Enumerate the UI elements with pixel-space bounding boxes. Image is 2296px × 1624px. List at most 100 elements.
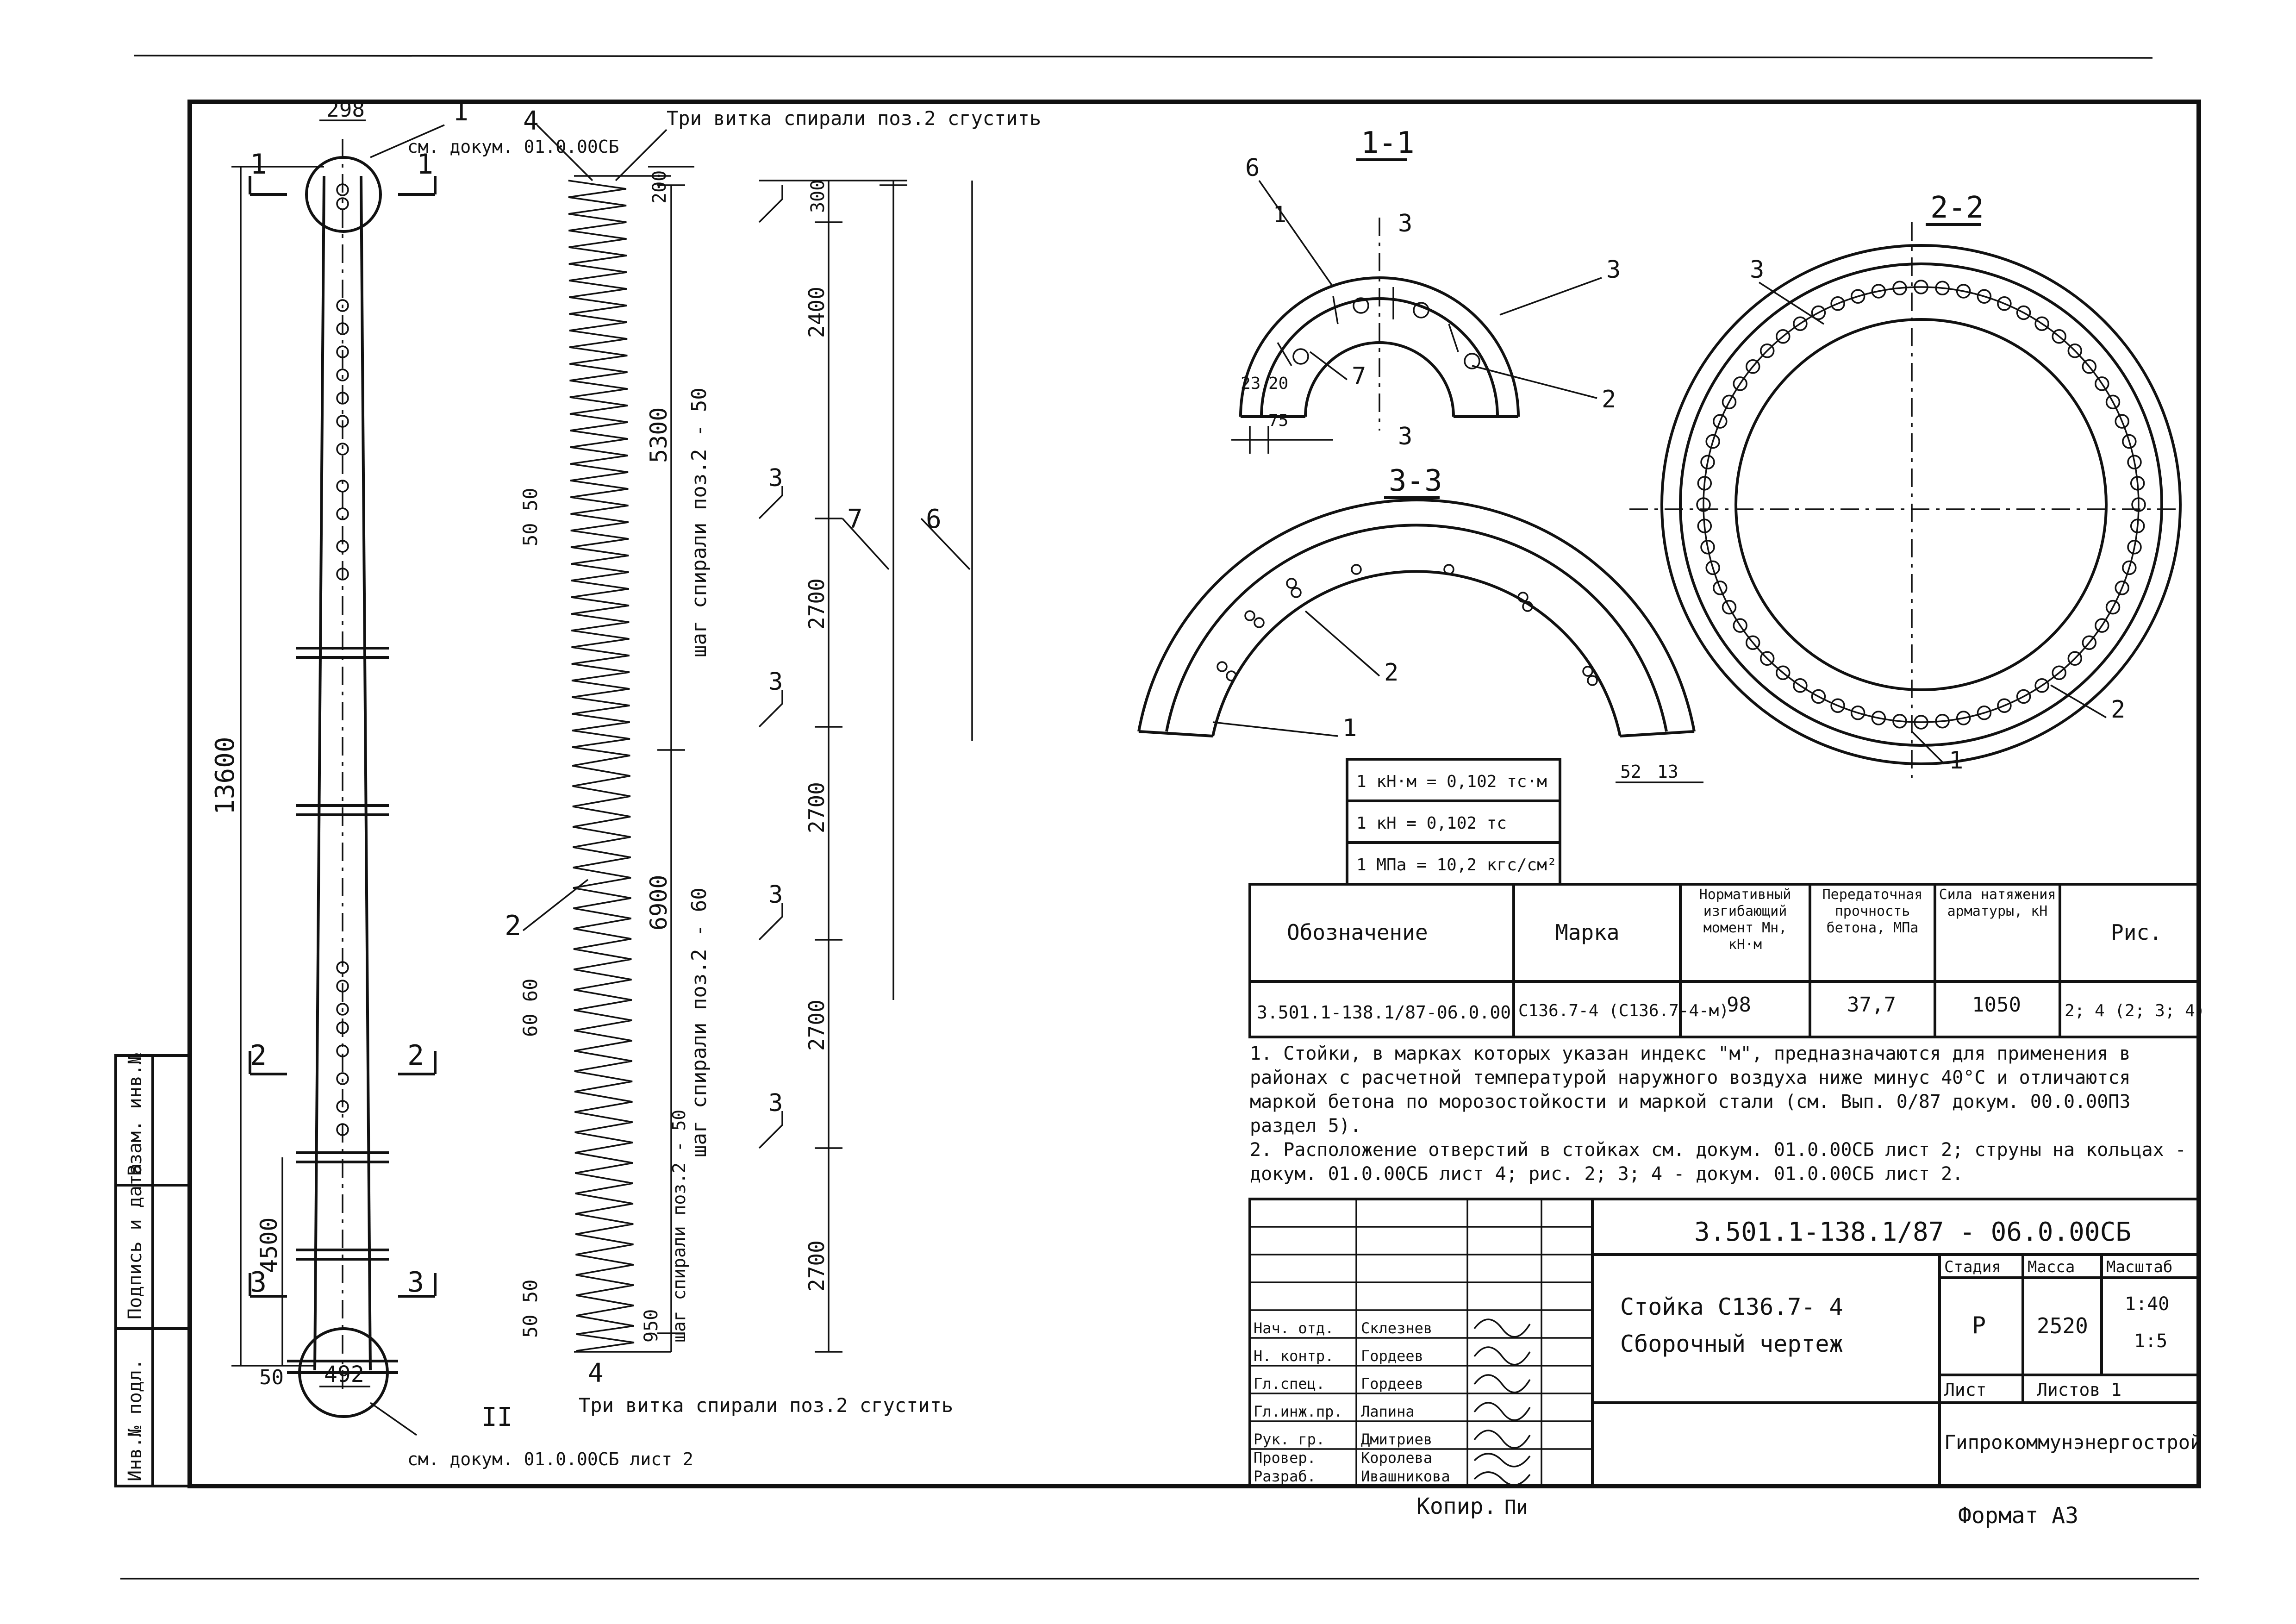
sig-role-0: Нач. отд.: [1254, 1319, 1334, 1337]
reinforcement-bar: [1722, 600, 1737, 615]
spec-header-force: Сила натяжения арматуры, кН: [1939, 887, 2056, 919]
reinforcement-bar: [1705, 434, 1720, 449]
reinforcement-bar: [2082, 635, 2097, 650]
sig-name-0: Склезнев: [1361, 1319, 1432, 1337]
reinforcement-bar: [2034, 678, 2049, 693]
format-label: Формат А3: [1958, 1503, 2078, 1529]
dim-2700-a: 2700: [804, 578, 829, 630]
s22-pos3: 3: [1750, 256, 1764, 284]
s11-pos3-leader: [1499, 277, 1602, 316]
dim-4500: 4500: [256, 1218, 282, 1273]
reinforcement-bar: [2067, 343, 2083, 358]
reinforcement-bar: [1696, 497, 1711, 512]
pos4-leader-top: [536, 124, 593, 181]
dim-2700-b: 2700: [804, 782, 829, 833]
section-1-1-title: 1-1: [1361, 126, 1415, 160]
spec-cell-mark: С136.7-4 (С136.7-4-м): [1518, 1001, 1729, 1020]
side-stamp-replace: Взам. инв.№: [125, 1053, 146, 1176]
cut-label-3-left: 3: [250, 1266, 267, 1299]
sig-role-2: Гл.спец.: [1254, 1375, 1325, 1393]
reinforcement-bar: [1830, 698, 1845, 713]
s11-d75: 75: [1268, 411, 1288, 430]
pos6-label: 6: [926, 504, 942, 534]
s22-pos2: 2: [2111, 696, 2125, 724]
s11-pos6: 6: [1245, 154, 1260, 182]
title-block: [1248, 1198, 2200, 1487]
reinforcement-bar: [2067, 651, 2083, 666]
sig-role-6: Разраб.: [1254, 1468, 1316, 1485]
spec-cell-moment: 98: [1727, 993, 1751, 1017]
reinforcement-bar: [1705, 560, 1720, 575]
reinforcement-bar: [1871, 284, 1886, 299]
reinforcement-bar: [1697, 476, 1712, 491]
s33-pos2: 2: [1384, 659, 1398, 687]
pos2-leader: [522, 879, 589, 931]
s22-pos1: 1: [1949, 747, 1963, 775]
s33-pos1: 1: [1342, 714, 1357, 742]
unit-conversion-3: 1 МПа = 10,2 кгс/см²: [1356, 856, 1557, 874]
spec-cell-strength: 37,7: [1847, 993, 1896, 1017]
unit-conversion-1: 1 кН·м = 0,102 тс·м: [1356, 772, 1547, 791]
organization-name: Гипрокоммунэнергострой: [1944, 1431, 2202, 1454]
spec-header-figure: Рис.: [2111, 920, 2162, 945]
hanger-3-a: 3: [768, 464, 783, 492]
reinforcement-bar: [1759, 343, 1775, 358]
reinforcement-bar: [1733, 376, 1747, 391]
unit-conversion-2: 1 кН = 0,102 тс: [1356, 814, 1507, 833]
dim-5300: 5300: [645, 407, 672, 463]
sig-name-2: Гордеев: [1361, 1375, 1423, 1393]
spec-header-mark: Марка: [1555, 920, 1619, 945]
reinforcement-bar: [1935, 713, 1950, 729]
s22-pos3-leader: [1759, 281, 1824, 325]
pitch-50-50-bottom: 50 50: [519, 1280, 542, 1338]
reinforcement-bar: [2016, 689, 2031, 704]
note-1: 1. Стойки, в марках которых указан индек…: [1250, 1043, 2131, 1137]
side-stamp: Инв.№ подл. Подпись и дата Взам. инв.№: [114, 1053, 191, 1487]
s11-cut3-bottom: 3: [1398, 423, 1412, 450]
section-3-3: [1137, 499, 1696, 737]
node-1-leader: [370, 124, 445, 158]
sig-name-5: Королева: [1361, 1449, 1432, 1467]
reinforcement-bar: [2095, 618, 2109, 633]
reinforcement-bar: [2016, 305, 2031, 320]
cut-label-1-left: 1: [250, 148, 267, 181]
s11-cut3-top: 3: [1398, 210, 1412, 237]
reinforcement-bar: [2127, 539, 2142, 555]
hanger-3-b: 3: [768, 668, 783, 696]
reinforcement-bar: [1700, 539, 1715, 555]
s33-d52: 52: [1620, 762, 1641, 782]
dim-50-bottom: 50: [259, 1366, 284, 1389]
notes-block: 1. Стойки, в марках которых указан индек…: [1250, 1042, 2194, 1186]
reinforcement-bar: [1745, 359, 1760, 374]
reinforcement-bar: [1759, 651, 1775, 666]
scale-value-2: 1:5: [2134, 1330, 2167, 1352]
reinforcement-bar: [1956, 284, 1971, 299]
reinforcement-bar: [1793, 678, 1808, 693]
sig-role-3: Гл.инж.пр.: [1254, 1403, 1343, 1420]
pitch-60-60: 60 60: [519, 979, 542, 1037]
s11-pos2-leader: [1472, 365, 1597, 399]
ref-top: см. докум. 01.0.00СБ: [407, 137, 619, 157]
spiral-step-bot: шаг спирали поз.2 - 50: [669, 1110, 689, 1343]
reinforcement-bar: [1700, 455, 1715, 470]
s11-d20: 20: [1268, 374, 1288, 393]
dim-bottom-width: 492: [324, 1362, 364, 1387]
reinforcement-bar: [2131, 497, 2146, 512]
dim-2400: 2400: [804, 287, 829, 338]
sig-name-3: Лапина: [1361, 1403, 1415, 1420]
s11-pos6-leader: [1258, 180, 1334, 287]
sig-name-4: Дмитриев: [1361, 1430, 1432, 1448]
cut-label-2-right: 2: [407, 1039, 424, 1072]
reinforcement-bar: [1850, 706, 1866, 720]
spiral-note-top: Три витка спирали поз.2 сгустить: [667, 107, 1041, 130]
section-3-3-title: 3-3: [1389, 464, 1442, 498]
spec-table: [1248, 883, 2200, 1038]
reinforcement-bar: [1892, 281, 1907, 296]
reinforcement-bar: [1956, 711, 1971, 725]
copied-sign: Пи: [1504, 1496, 1528, 1518]
spiral-note-top-leader: [615, 129, 668, 181]
sig-name-1: Гордеев: [1361, 1347, 1423, 1365]
s33-d13: 13: [1657, 762, 1678, 782]
dim-total-length: 13600: [210, 737, 240, 815]
